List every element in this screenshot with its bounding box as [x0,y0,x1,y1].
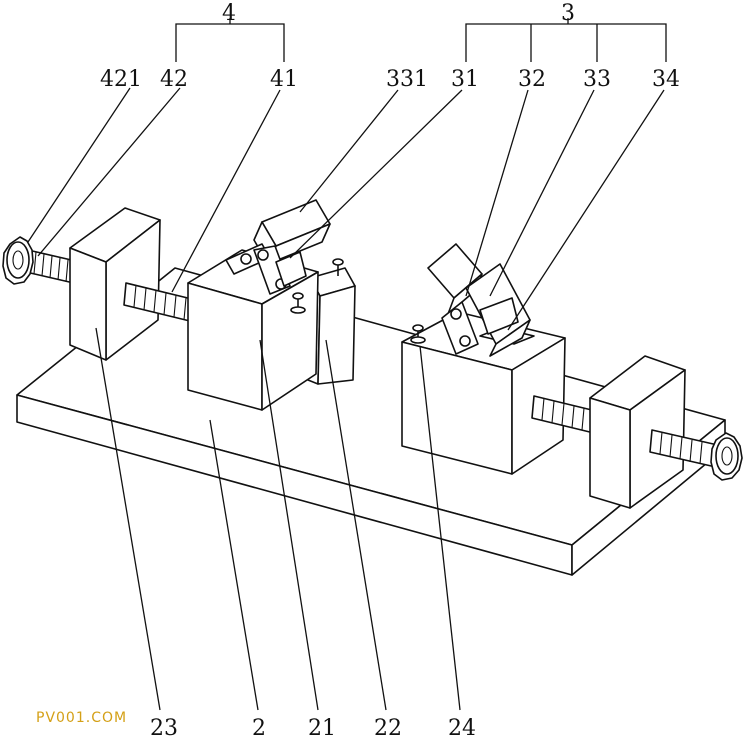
left-knob [2,236,34,285]
right-outer-threaded-rod [649,429,723,469]
label-41: 41 [270,67,298,92]
bracket-3 [465,18,667,62]
right-lever-mechanism [427,243,531,357]
label-23: 23 [150,716,178,741]
label-331: 331 [386,67,428,92]
label-33: 33 [583,67,611,92]
middle-threaded-rod [123,282,197,323]
label-22: 22 [374,716,402,741]
label-4: 4 [222,1,236,26]
label-21: 21 [308,716,336,741]
label-24: 24 [448,716,476,741]
label-31: 31 [451,67,479,92]
right-knob [710,432,743,481]
label-2: 2 [252,716,266,741]
label-34: 34 [652,67,680,92]
label-42: 42 [160,67,188,92]
label-32: 32 [518,67,546,92]
bracket-4 [175,18,285,62]
label-421: 421 [100,67,142,92]
leader-lines [27,87,665,711]
right-clamp-block [401,311,566,475]
label-3: 3 [561,1,575,26]
watermark: PV001.COM [36,710,127,726]
